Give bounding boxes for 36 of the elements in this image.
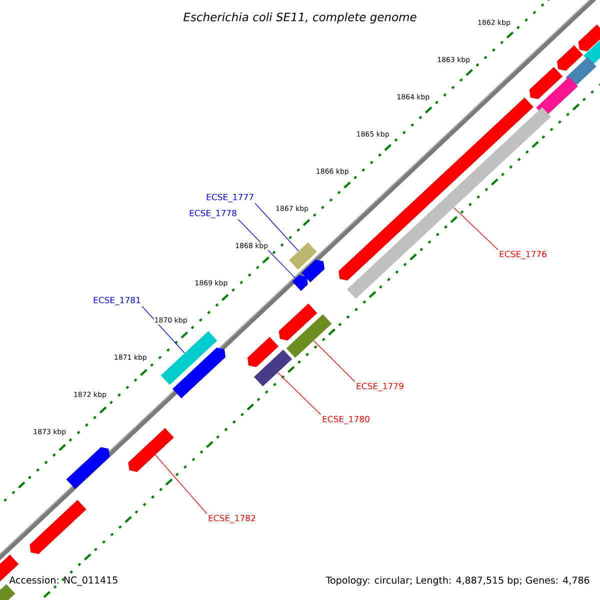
accession-text: Accession: NC_011415: [9, 576, 118, 586]
gene-block: [578, 24, 600, 52]
gene-block: [583, 38, 600, 66]
gene-label: ECSE_1776: [500, 250, 546, 260]
gene-block: [292, 275, 308, 291]
gene-block: [566, 57, 596, 87]
gene-block: [172, 348, 226, 398]
gene-block: [289, 242, 317, 270]
leader-line: [313, 340, 356, 382]
leader-line: [454, 207, 498, 250]
gene-block: [301, 260, 325, 282]
gene-block: [66, 447, 110, 489]
leader-line: [238, 219, 296, 279]
gene-block: [0, 584, 16, 600]
leader-line: [254, 203, 299, 252]
gene-block: [346, 107, 552, 299]
leader-line: [142, 306, 185, 354]
gene-block: [254, 350, 292, 386]
gene-block: [278, 303, 318, 341]
gene-block: [30, 500, 86, 554]
gene-block: [557, 45, 584, 71]
gene-block: [529, 66, 563, 100]
leader-line: [155, 454, 208, 514]
gene-block: [286, 314, 332, 358]
gene-label: ECSE_1779: [356, 382, 404, 392]
gene-label: ECSE_1782: [208, 514, 256, 524]
gene-block: [247, 336, 279, 368]
gene-block: [160, 331, 218, 385]
gene-label: ECSE_1781: [94, 296, 140, 306]
genome-info-text: Topology: circular; Length: 4,887,515 bp; Genes: 4,786: [324, 574, 592, 588]
gene-label: ECSE_1780: [322, 416, 370, 424]
gene-block: [128, 428, 174, 472]
gene-label: ECSE_1777: [206, 194, 254, 202]
gene-label: ECSE_1778: [190, 210, 236, 218]
leader-line: [277, 372, 322, 415]
title: Escherichia coli SE11, complete genome: [184, 12, 416, 24]
